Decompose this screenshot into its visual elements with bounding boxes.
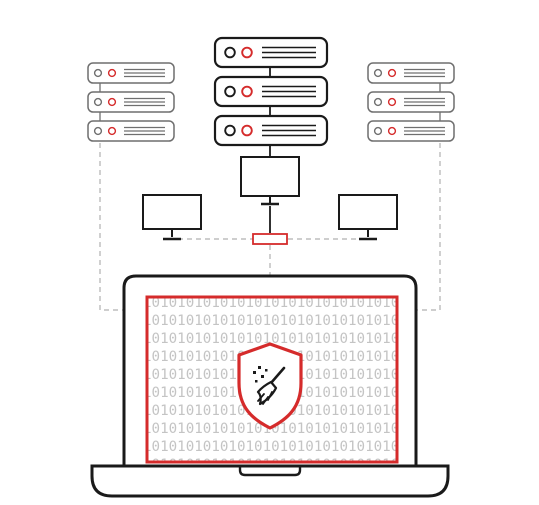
- laptop-icon: 1010101010101010101010101010101010101010…: [90, 274, 519, 498]
- laptop-base: [90, 464, 450, 498]
- server-unit: [213, 36, 329, 69]
- server-rack-icon: [213, 36, 329, 157]
- binary-row: 1010101010101010101010101010101010101010…: [143, 457, 519, 473]
- dust-particles: [253, 366, 268, 383]
- binary-row: 1010101010101010101010101010101010101010…: [143, 331, 519, 347]
- server-unit: [367, 120, 455, 142]
- binary-row: 1010101010101010101010101010101010101010…: [143, 403, 519, 419]
- laptop-trackpad-notch: [238, 466, 302, 477]
- monitor-icon: [338, 194, 398, 241]
- server-unit: [367, 62, 455, 84]
- binary-row: 1010101010101010101010101010101010101010…: [143, 385, 519, 401]
- right-rack-connection: [415, 143, 441, 311]
- binary-row: 1010101010101010101010101010101010101010…: [143, 313, 519, 329]
- binary-row: 1010101010101010101010101010101010101010…: [143, 421, 519, 437]
- server-rack-icon: [87, 62, 175, 142]
- binary-row: 1010101010101010101010101010101010101010…: [143, 367, 519, 383]
- laptop-screen: [145, 295, 399, 464]
- server-unit: [87, 120, 175, 142]
- binary-row: 1010101010101010101010101010101010101010…: [143, 295, 519, 311]
- shield-icon: [237, 342, 303, 430]
- monitor-icon: [240, 156, 300, 206]
- binary-row: 1010101010101010101010101010101010101010…: [143, 349, 519, 365]
- server-unit: [213, 114, 329, 147]
- server-unit: [87, 62, 175, 84]
- binary-data-background: 1010101010101010101010101010101010101010…: [143, 295, 519, 473]
- monitor-icon: [142, 194, 202, 241]
- network-connections: [99, 143, 441, 311]
- broom-icon: [256, 366, 286, 406]
- server-unit: [367, 91, 455, 113]
- server-unit: [87, 91, 175, 113]
- left-rack-connection: [99, 143, 124, 311]
- network-switch-icon: [252, 233, 288, 245]
- server-rack-icon: [367, 62, 455, 142]
- server-unit: [213, 75, 329, 108]
- binary-row: 1010101010101010101010101010101010101010…: [143, 439, 519, 455]
